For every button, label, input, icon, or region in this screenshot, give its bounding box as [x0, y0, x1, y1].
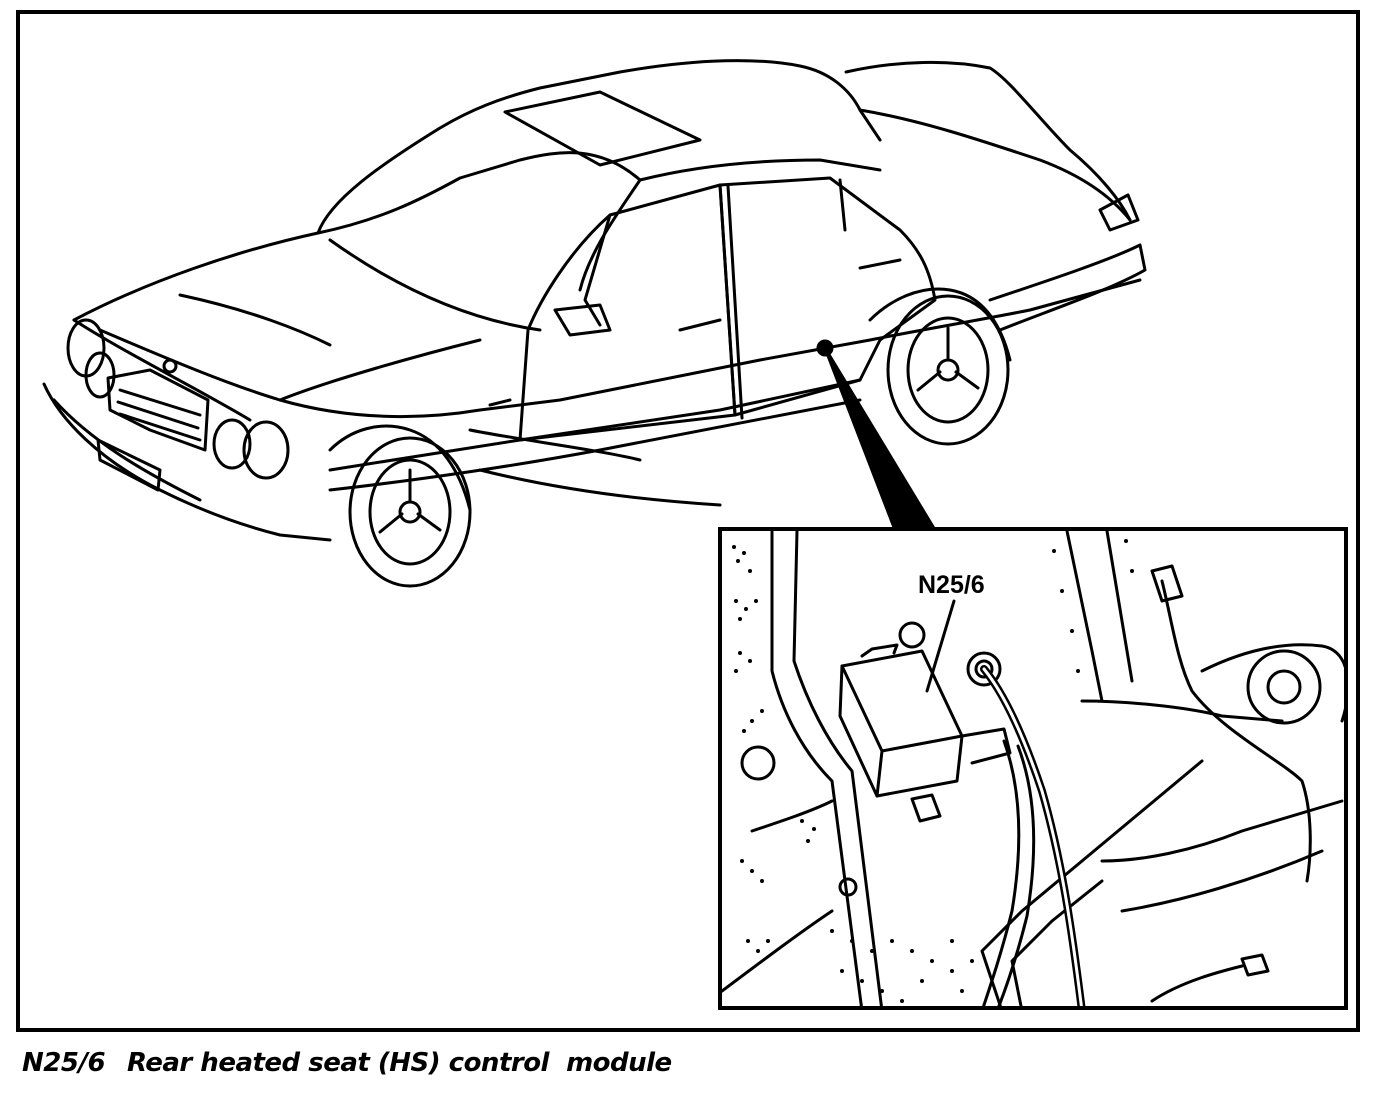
mirror [553, 303, 612, 337]
grommet [966, 651, 1002, 687]
stipple-texture [732, 539, 1134, 1003]
headlight-right [212, 418, 252, 470]
callout-line [925, 599, 956, 693]
caption-code: N25/6 [22, 1048, 106, 1078]
detail-inset: N25/6 [718, 527, 1348, 1010]
rear-wheel [868, 287, 1012, 446]
door-handle-rear [858, 258, 902, 270]
caption-text: Rear heated seat (HS) control module [127, 1048, 672, 1078]
car-roof [316, 59, 882, 235]
callout-wedge [823, 346, 937, 532]
sunroof [503, 90, 702, 167]
windshield [316, 151, 642, 292]
body-side [278, 278, 1142, 419]
figure-caption: N25/6 Rear heated seat (HS) control modul… [22, 1048, 672, 1078]
trunk-lid [844, 60, 1132, 222]
rear-door [718, 176, 937, 417]
front-bumper [42, 382, 332, 542]
front-wheel [328, 424, 472, 588]
rear-bumper [988, 243, 1147, 332]
door-handle-front [678, 318, 722, 332]
inset-illustration [722, 531, 1344, 1006]
hood [72, 231, 320, 322]
module-callout-label: N25/6 [918, 571, 985, 599]
front-grille [106, 368, 210, 452]
